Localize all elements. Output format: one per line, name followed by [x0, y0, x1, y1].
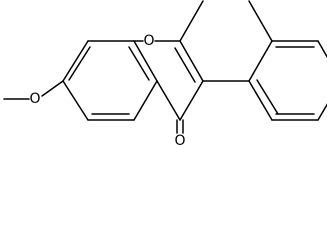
bond-c4a-c5 [133, 80, 158, 121]
bond-c6p-c1p [248, 80, 273, 121]
carbonyl-group [176, 119, 184, 134]
chemical-structure-diagram: O O O [3, 0, 327, 149]
methoxy-group [3, 80, 64, 100]
pyranone-ring [133, 40, 204, 121]
bond-c3p-c4p [317, 40, 327, 59]
bond-c8a-c4a-inner [128, 46, 150, 81]
ring-oxygen-label: O [143, 33, 154, 49]
bond-c1p-c2p [248, 40, 273, 82]
carbonyl-oxygen-label: O [174, 133, 185, 149]
benzo-ring [62, 40, 158, 121]
bond-c2-c3-inner [174, 47, 196, 83]
bond-c6p-c1p-inner [256, 79, 279, 115]
bond-c8a-c4a [133, 40, 158, 82]
bond-o-c7 [41, 80, 64, 97]
methoxy-oxygen-label: O [29, 91, 40, 107]
bond-c7-c8-inner [68, 46, 91, 81]
bond-c3-c4 [179, 80, 204, 121]
c2-methyl-group [179, 0, 204, 42]
bond-c2-c3 [179, 40, 204, 82]
tolyl-ring [202, 0, 327, 121]
bond-c4-c4a [156, 80, 181, 121]
bond-c6-c7 [62, 80, 89, 121]
bond-c4p-c5p [317, 103, 327, 121]
atom-labels: O O O [29, 33, 185, 149]
bond-c2p-methyl [248, 0, 273, 42]
bond-c2-methyl [179, 0, 204, 42]
bond-c7-c8 [62, 40, 89, 82]
